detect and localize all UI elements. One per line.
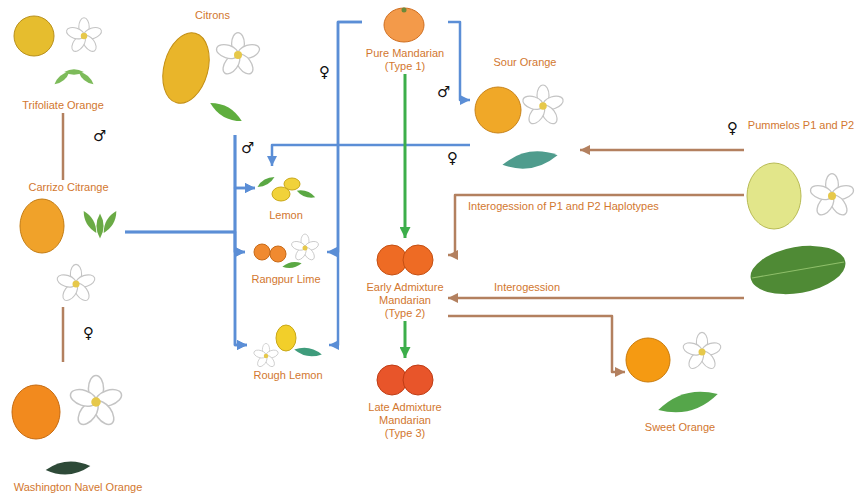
sex-symbol: ♀ xyxy=(726,120,739,136)
fruit-name: Washington Navel Orange xyxy=(8,480,148,495)
sweet-orange-picture xyxy=(626,332,722,418)
late-admixture-picture xyxy=(377,365,433,395)
rangpur-lime-picture xyxy=(254,234,320,269)
connector-arrow xyxy=(448,195,744,255)
sex-symbol: ♀ xyxy=(82,325,95,341)
fruit-node: Pure Mandarian (Type 1) xyxy=(362,4,448,74)
washington-navel-picture xyxy=(12,375,124,476)
connector-arrow xyxy=(62,113,65,180)
trifoliate-orange-picture xyxy=(14,16,103,86)
fruit-name: Carrizo Citrange xyxy=(12,180,125,195)
picture-area xyxy=(625,330,735,420)
lemon-picture xyxy=(256,175,316,201)
picture-area xyxy=(362,358,448,400)
fruit-name: Citrons xyxy=(160,8,265,23)
picture-area xyxy=(8,6,118,98)
sex-symbol: ♀ xyxy=(318,64,331,80)
picture-area xyxy=(470,70,580,178)
connector-arrow xyxy=(580,149,744,152)
connector-arrow xyxy=(125,188,255,232)
early-admixture-picture xyxy=(377,245,433,275)
fruit-node: Sour Orange xyxy=(470,55,580,178)
connector-arrow xyxy=(125,232,245,252)
fruit-node: Late Admixture Mandarian (Type 3) xyxy=(362,358,448,441)
picture-area xyxy=(744,133,858,311)
fruit-node: Carrizo Citrange xyxy=(12,180,125,307)
carrizo-citrange-picture xyxy=(20,199,119,303)
connector-arrow xyxy=(404,321,407,358)
fruit-node: Early Admixture Mandarian (Type 2) xyxy=(362,238,448,321)
edge-label: Interogession of P1 and P2 Haplotypes xyxy=(466,200,661,213)
fruit-name: Lemon xyxy=(255,208,317,223)
connector-arrow xyxy=(327,22,362,252)
connector-arrow xyxy=(235,135,247,345)
fruit-node: Rough Lemon xyxy=(247,320,329,383)
mandarin-picture xyxy=(384,8,424,43)
fruit-name: Trifoliate Orange xyxy=(8,98,118,113)
connector-arrow xyxy=(448,297,744,300)
picture-area xyxy=(362,4,448,46)
picture-area xyxy=(160,23,265,135)
rough-lemon-picture xyxy=(253,325,323,368)
sex-symbol: ♂ xyxy=(436,84,451,100)
sex-symbol: ♂ xyxy=(92,128,107,144)
connector-arrow xyxy=(404,74,407,238)
fruit-node: Lemon xyxy=(255,166,317,223)
fruit-node: Rangpur Lime xyxy=(245,232,327,287)
picture-area xyxy=(362,238,448,280)
fruit-node: Citrons xyxy=(160,8,265,135)
connector-arrow xyxy=(62,307,65,362)
sex-symbol: ♂ xyxy=(240,140,255,156)
citron-picture xyxy=(155,28,261,126)
fruit-name: Sweet Orange xyxy=(625,420,735,435)
connector-arrow xyxy=(329,22,362,345)
fruit-name: Rough Lemon xyxy=(247,368,329,383)
fruit-node: Pummelos P1 and P2 xyxy=(744,118,858,311)
edge-label: Interogession xyxy=(492,281,562,294)
sour-orange-picture xyxy=(475,85,565,173)
fruit-name: Early Admixture Mandarian (Type 2) xyxy=(362,280,448,321)
fruit-node: Washington Navel Orange xyxy=(8,362,148,495)
picture-area xyxy=(245,232,327,272)
connector-arrow xyxy=(125,232,247,345)
connector-arrow xyxy=(448,316,625,372)
picture-area xyxy=(247,320,329,368)
fruit-name: Pure Mandarian (Type 1) xyxy=(362,46,448,74)
picture-area xyxy=(12,195,125,307)
fruit-name: Pummelos P1 and P2 xyxy=(744,118,858,133)
picture-area xyxy=(255,166,317,208)
pummelo-picture xyxy=(747,163,856,301)
fruit-node: Sweet Orange xyxy=(625,330,735,435)
connector-arrow xyxy=(272,145,470,166)
picture-area xyxy=(8,362,148,480)
fruit-name: Late Admixture Mandarian (Type 3) xyxy=(362,400,448,441)
fruit-name: Sour Orange xyxy=(470,55,580,70)
fruit-node: Trifoliate Orange xyxy=(8,6,118,113)
fruit-name: Rangpur Lime xyxy=(245,272,327,287)
sex-symbol: ♀ xyxy=(446,150,459,166)
connector-arrow xyxy=(235,135,255,188)
